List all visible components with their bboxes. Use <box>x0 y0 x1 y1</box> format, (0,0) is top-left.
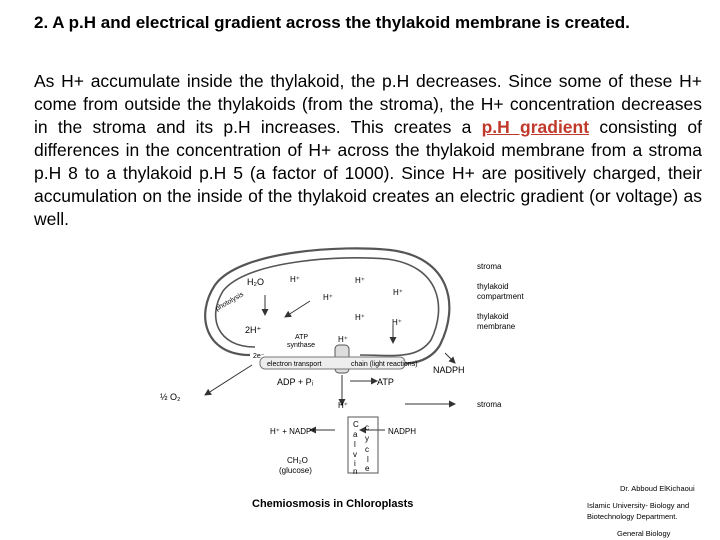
paragraph-text-after: consisting of differences in the concent… <box>34 117 702 229</box>
credit-department: Islamic University- Biology and Biotechn… <box>587 501 690 521</box>
label-h-plus-1: H⁺ <box>290 275 300 284</box>
credit-course: General Biology <box>617 529 671 538</box>
label-atp: ATP <box>377 377 394 387</box>
label-h-plus-2: H⁺ <box>355 276 365 285</box>
label-nadph-bottom: NADPH <box>388 427 416 436</box>
label-half-o2: ½ O₂ <box>160 392 181 402</box>
label-thylakoid-compartment: thylakoid <box>477 282 509 291</box>
label-h-plus-5: H⁺ <box>355 313 365 322</box>
calvin-letters: C a l v i n <box>353 420 359 476</box>
svg-text:c: c <box>365 445 369 454</box>
slide-heading: 2. A p.H and electrical gradient across … <box>34 13 630 32</box>
label-adp-pi: ADP + Pᵢ <box>277 377 313 387</box>
calvin-cycle-box <box>347 416 379 474</box>
paragraph-text-before: As H+ accumulate inside the thylakoid, t… <box>34 71 702 137</box>
label-nadph-right: NADPH <box>433 365 465 375</box>
label-chain: chain (light reactions) <box>351 361 418 368</box>
svg-text:n: n <box>353 467 357 476</box>
label-h-plus-6: H⁺ <box>392 318 402 327</box>
cycle-letters: c y c l e <box>365 423 370 473</box>
label-h-plus-3: H⁺ <box>323 293 333 302</box>
body-paragraph: As H+ accumulate inside the thylakoid, t… <box>34 70 702 231</box>
label-electron-transport: electron transport <box>267 361 322 368</box>
label-e-minus: 2e⁻ <box>253 353 265 360</box>
label-h-plus-8: H⁺ <box>338 401 348 410</box>
label-h-plus-7: H⁺ <box>338 335 348 344</box>
svg-text:v: v <box>353 450 357 459</box>
svg-text:c: c <box>365 423 369 432</box>
svg-text:e: e <box>365 464 370 473</box>
label-2h: 2H⁺ <box>245 325 262 335</box>
label-photolysis: photolysis <box>215 291 246 313</box>
label-h2o: H₂O <box>247 277 264 287</box>
label-stroma-top: stroma <box>477 262 502 271</box>
thylakoid-membrane-outer <box>204 247 451 365</box>
svg-text:i: i <box>354 459 356 468</box>
diagram-caption: Chemiosmosis in Chloroplasts <box>252 498 414 510</box>
electron-transport-chain-bar <box>259 356 406 370</box>
label-glucose: (glucose) <box>279 466 312 475</box>
label-h-nadp: H⁺ + NADP⁺ <box>270 427 316 436</box>
label-membrane: membrane <box>477 322 516 331</box>
svg-text:a: a <box>353 430 358 439</box>
label-atp-synthase: ATP <box>295 334 308 341</box>
label-h-plus-4: H⁺ <box>393 288 403 297</box>
svg-text:l: l <box>367 455 369 464</box>
svg-text:y: y <box>365 434 369 443</box>
label-ch2o: CH₂O <box>287 456 308 465</box>
label-compartment: compartment <box>477 292 524 301</box>
thylakoid-membrane-inner <box>214 257 440 357</box>
ph-gradient-highlight: p.H gradient <box>481 117 590 137</box>
svg-text:l: l <box>354 440 356 449</box>
label-thylakoid-membrane: thylakoid <box>477 312 509 321</box>
chemiosmosis-diagram: stroma thylakoid compartment thylakoid m… <box>160 247 524 476</box>
label-synthase: synthase <box>287 342 315 349</box>
label-stroma-bottom: stroma <box>477 400 502 409</box>
svg-text:C: C <box>353 420 359 429</box>
credit-author: Dr. Abboud ElKichaoui <box>620 484 695 493</box>
